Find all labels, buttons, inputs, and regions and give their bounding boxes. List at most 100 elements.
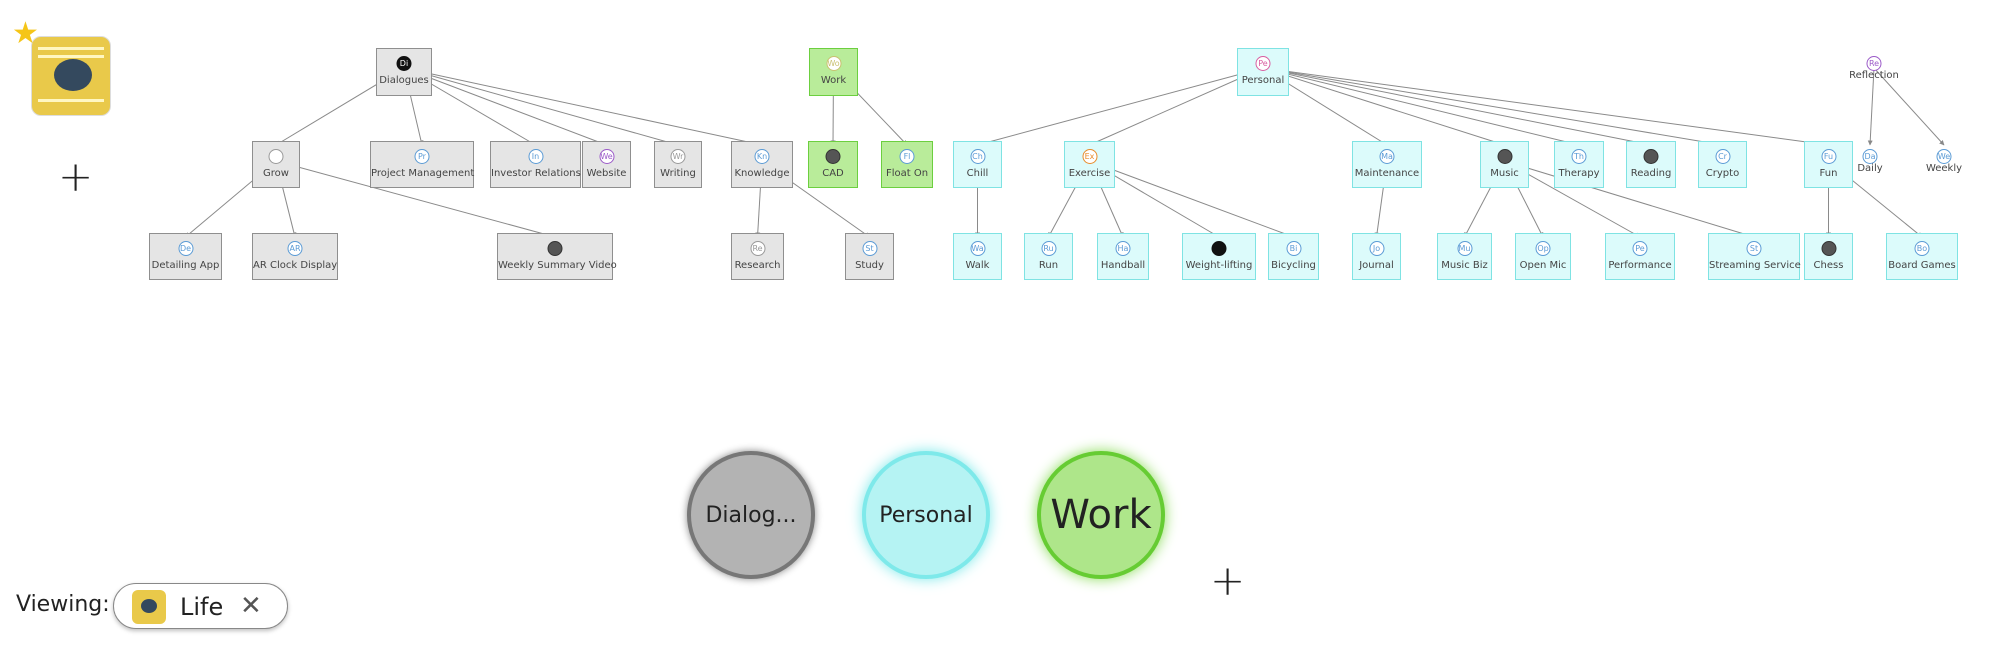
- add-filter-button[interactable]: +: [1210, 556, 1246, 605]
- therapy-icon: Th: [1571, 149, 1587, 164]
- node-label: Journal: [1359, 260, 1394, 271]
- node-therapy[interactable]: Th Therapy: [1554, 141, 1604, 188]
- node-performance[interactable]: Pe Performance: [1605, 233, 1675, 280]
- node-label: Chill: [966, 168, 989, 179]
- node-label: Chess: [1813, 260, 1844, 271]
- node-work[interactable]: Wo Work: [809, 48, 858, 96]
- daily-icon: Da: [1862, 149, 1878, 164]
- weekly-icon: We: [1936, 149, 1952, 164]
- node-cad[interactable]: CAD: [808, 141, 858, 188]
- board-games-icon: Bo: [1914, 241, 1930, 256]
- node-reading[interactable]: Reading: [1626, 141, 1676, 188]
- node-label: Bicycling: [1271, 260, 1316, 271]
- personal-icon: Pe: [1255, 56, 1271, 71]
- node-label: Daily: [1857, 163, 1883, 174]
- node-journal[interactable]: Jo Journal: [1352, 233, 1401, 280]
- node-walk[interactable]: Wa Walk: [953, 233, 1002, 280]
- node-handball[interactable]: Ha Handball: [1097, 233, 1149, 280]
- add-node-button[interactable]: +: [58, 152, 94, 201]
- node-study[interactable]: St Study: [845, 233, 894, 280]
- node-music-biz[interactable]: Mu Music Biz: [1437, 233, 1492, 280]
- project-management-icon: Pr: [414, 149, 430, 164]
- close-icon[interactable]: ✕: [240, 591, 262, 621]
- node-label: Handball: [1100, 260, 1146, 271]
- node-crypto[interactable]: Cr Crypto: [1698, 141, 1747, 188]
- node-ar-clock-display[interactable]: AR AR Clock Display: [252, 233, 338, 280]
- node-label: Research: [734, 260, 781, 271]
- node-investor-relations[interactable]: In Investor Relations: [490, 141, 581, 188]
- fun-icon: Fu: [1821, 149, 1836, 164]
- node-label: Personal: [1241, 75, 1285, 86]
- life-chip-thumbnail: [132, 590, 166, 624]
- node-website[interactable]: We Website: [582, 141, 631, 188]
- node-knowledge[interactable]: Kn Knowledge: [731, 141, 793, 188]
- handball-icon: Ha: [1115, 241, 1131, 256]
- node-chess[interactable]: Chess: [1804, 233, 1853, 280]
- node-weight-lifting[interactable]: Weight-lifting: [1182, 233, 1256, 280]
- node-label: Detailing App: [151, 260, 220, 271]
- node-grow[interactable]: Grow: [252, 141, 300, 188]
- dialogues-avatar-icon: Di: [396, 56, 412, 71]
- node-label: Grow: [263, 168, 289, 179]
- node-daily[interactable]: Da Daily: [1850, 141, 1890, 181]
- viewing-label: Viewing:: [16, 592, 110, 617]
- cad-image-icon: [825, 149, 841, 164]
- node-label: Dialogues: [379, 75, 429, 86]
- work-icon: Wo: [826, 56, 841, 71]
- viewing-chip-label: Life: [180, 593, 224, 621]
- node-label: Weekly: [1925, 163, 1963, 174]
- ar-clock-display-icon: AR: [287, 241, 303, 256]
- filter-circle-work[interactable]: Work: [1037, 451, 1165, 579]
- node-label: Project Management: [371, 168, 475, 179]
- node-label: Writing: [660, 168, 696, 179]
- music-image-icon: [1497, 149, 1512, 164]
- weekly-summary-video-image-icon: [547, 241, 563, 256]
- node-personal[interactable]: Pe Personal: [1237, 48, 1289, 96]
- filter-circle-personal[interactable]: Personal: [862, 451, 990, 579]
- edge-personal-crypto: [1262, 67, 1723, 147]
- node-fun[interactable]: Fu Fun: [1804, 141, 1853, 188]
- edge-personal-therapy: [1262, 67, 1580, 147]
- node-exercise[interactable]: Ex Exercise: [1064, 141, 1115, 188]
- node-project-management[interactable]: Pr Project Management: [370, 141, 474, 188]
- node-label: CAD: [822, 168, 844, 179]
- node-label: Work: [820, 75, 847, 86]
- node-reflection[interactable]: Re Reflection: [1846, 48, 1902, 88]
- node-label: Exercise: [1068, 168, 1111, 179]
- node-open-mic[interactable]: Op Open Mic: [1515, 233, 1571, 280]
- streaming-service-icon: St: [1746, 241, 1762, 256]
- edge-dialogues-knowledge: [403, 67, 763, 147]
- node-weekly-summary-video[interactable]: Weekly Summary Video: [497, 233, 617, 280]
- life-thumbnail[interactable]: [31, 36, 111, 116]
- edge-personal-music: [1262, 67, 1505, 147]
- node-label: Crypto: [1705, 168, 1740, 179]
- node-weekly[interactable]: We Weekly: [1920, 141, 1968, 181]
- node-bicycling[interactable]: Bi Bicycling: [1268, 233, 1319, 280]
- edge-personal-reading: [1262, 67, 1652, 147]
- node-label: Run: [1038, 260, 1059, 271]
- node-label: Investor Relations: [491, 168, 581, 179]
- node-chill[interactable]: Ch Chill: [953, 141, 1002, 188]
- star-icon[interactable]: ★: [12, 16, 39, 51]
- node-run[interactable]: Ru Run: [1024, 233, 1073, 280]
- grow-icon: [268, 149, 284, 164]
- node-label: Streaming Service: [1709, 260, 1801, 271]
- node-detailing-app[interactable]: De Detailing App: [149, 233, 222, 280]
- node-maintenance[interactable]: Ma Maintenance: [1352, 141, 1422, 188]
- node-writing[interactable]: Wr Writing: [654, 141, 702, 188]
- node-label: Therapy: [1558, 168, 1600, 179]
- edge-personal-fun: [1262, 67, 1829, 147]
- node-research[interactable]: Re Research: [731, 233, 784, 280]
- node-dialogues[interactable]: Di Dialogues: [376, 48, 432, 96]
- website-icon: We: [599, 149, 614, 164]
- filter-circle-dialogues[interactable]: Dialog...: [687, 451, 815, 579]
- viewing-chip[interactable]: Life ✕: [113, 583, 288, 629]
- node-float-on[interactable]: Fl Float On: [881, 141, 933, 188]
- node-board-games[interactable]: Bo Board Games: [1886, 233, 1958, 280]
- chess-image-icon: [1821, 241, 1836, 256]
- node-label: Knowledge: [734, 168, 790, 179]
- performance-icon: Pe: [1632, 241, 1648, 256]
- node-music[interactable]: Music: [1480, 141, 1529, 188]
- node-streaming-service[interactable]: St Streaming Service: [1708, 233, 1801, 280]
